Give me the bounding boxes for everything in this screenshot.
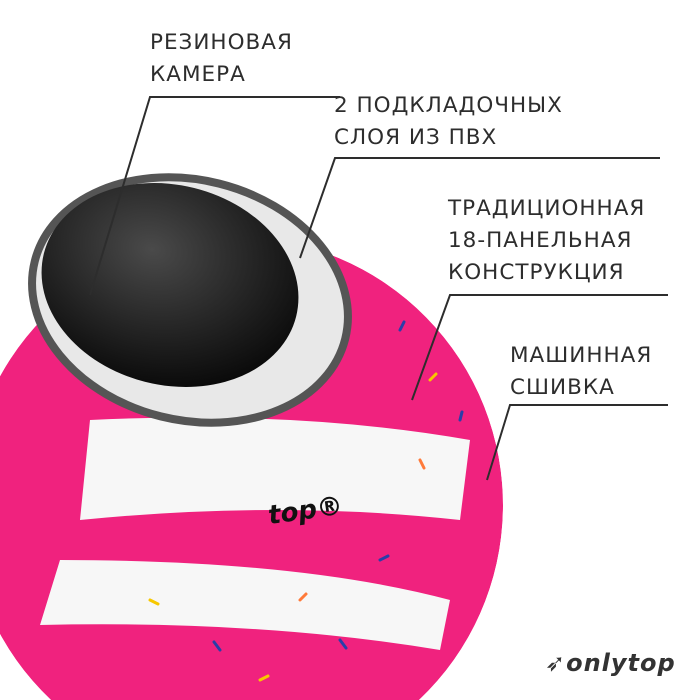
label-line: ТРАДИЦИОННАЯ — [448, 196, 646, 221]
rubber-bladder — [41, 183, 299, 387]
brand-logo: ➶onlytop — [545, 648, 676, 678]
label-line: КОНСТРУКЦИЯ — [448, 260, 625, 285]
sprinkles — [148, 320, 464, 682]
white-panel — [40, 560, 450, 650]
label-panels: ТРАДИЦИОННАЯ 18-ПАНЕЛЬНАЯ КОНСТРУКЦИЯ — [448, 193, 645, 289]
logo-arrow-icon: ➶ — [545, 649, 567, 677]
label-line: РЕЗИНОВАЯ — [150, 30, 293, 55]
label-inner-tube: РЕЗИНОВАЯ КАМЕРА — [150, 27, 293, 91]
logo-text: onlytop — [566, 649, 676, 677]
white-panel — [80, 417, 470, 520]
label-line: МАШИННАЯ — [510, 343, 653, 368]
label-line: 18-ПАНЕЛЬНАЯ — [448, 228, 633, 253]
callout-lines — [89, 96, 668, 481]
label-pvc-layers: 2 ПОДКЛАДОЧНЫХ СЛОЯ ИЗ ПВХ — [334, 90, 563, 154]
label-line: КАМЕРА — [150, 62, 246, 87]
label-line: СШИВКА — [510, 375, 615, 400]
label-line: 2 ПОДКЛАДОЧНЫХ — [334, 93, 563, 118]
label-stitching: МАШИННАЯ СШИВКА — [510, 340, 652, 404]
label-line: СЛОЯ ИЗ ПВХ — [334, 125, 498, 150]
